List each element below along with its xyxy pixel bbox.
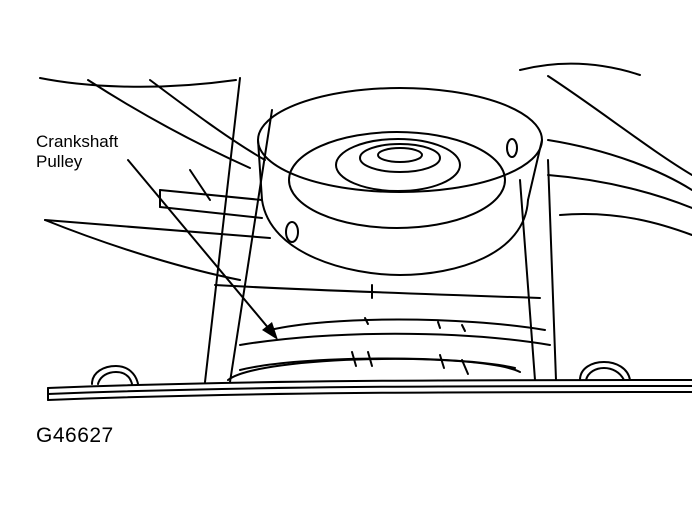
frame-rail-right-b — [548, 160, 556, 380]
timing-mark-4 — [352, 352, 356, 366]
right-arc-top — [520, 64, 640, 75]
timing-mark-7 — [462, 360, 468, 374]
crank-pulley-inner-edge — [240, 358, 515, 370]
upper-pulley-right-side — [528, 140, 542, 200]
callout-leader-line — [128, 160, 270, 330]
timing-mark-6 — [440, 355, 444, 368]
crossmember-bottom — [48, 392, 692, 400]
right-arc-4 — [560, 214, 692, 235]
callout-line-1: Crankshaft — [36, 132, 119, 151]
figure-id: G46627 — [36, 424, 114, 447]
upper-pulley-hub-center — [378, 148, 422, 162]
timing-mark-1 — [365, 318, 368, 324]
upper-pulley-left-side — [258, 140, 262, 200]
crossmember-top — [48, 380, 692, 388]
left-beam-top — [160, 190, 262, 200]
upper-body-curve-3 — [40, 78, 236, 87]
right-bolt — [580, 362, 630, 380]
upper-body-curve-inner — [150, 80, 265, 160]
right-arc-3 — [548, 175, 692, 208]
left-diagonal-1 — [45, 220, 270, 238]
crank-pulley-top-edge — [270, 320, 545, 331]
left-diagonal-3 — [190, 170, 210, 200]
callout-line-2: Pulley — [36, 152, 83, 171]
upper-pulley-hub — [360, 144, 440, 172]
upper-body-curve-outer — [88, 80, 250, 168]
timing-cover-arc — [215, 285, 540, 298]
crossmember-mid — [48, 386, 692, 394]
left-beam-bottom — [160, 207, 262, 218]
upper-pulley-inner-ring-1 — [289, 132, 505, 228]
crank-pulley-mid-edge — [240, 334, 550, 345]
frame-rail-right-a — [520, 180, 535, 380]
right-arc-2 — [548, 140, 692, 190]
left-bolt — [92, 366, 138, 384]
callout-arrow-head — [262, 322, 278, 340]
timing-mark-2 — [438, 322, 440, 328]
upper-pulley-inner-ring-2 — [336, 139, 460, 191]
pulley-hole-right — [507, 139, 517, 157]
timing-mark-3 — [462, 325, 465, 331]
right-arc-1 — [548, 76, 692, 175]
pulley-hole-left — [286, 222, 298, 242]
timing-mark-5 — [368, 352, 372, 366]
right-bolt-inner — [586, 368, 624, 380]
crankshaft-pulley-label: Crankshaft Pulley — [36, 132, 118, 172]
frame-rail-left-a — [205, 78, 240, 382]
upper-pulley-bottom-rim — [262, 200, 528, 275]
left-bolt-inner — [98, 372, 132, 384]
left-diagonal-2 — [45, 220, 240, 280]
